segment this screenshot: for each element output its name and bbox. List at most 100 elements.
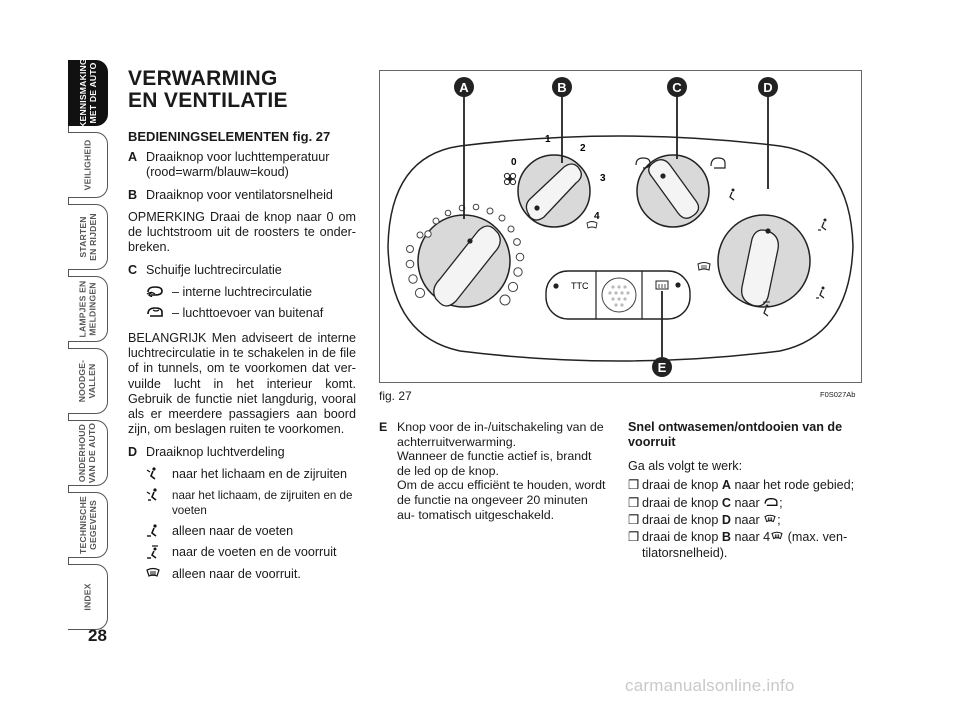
option-text: alleen naar de voeten [172, 524, 294, 539]
callout-e-label: E [658, 360, 667, 375]
d-option-windscreen: alleen naar de voorruit. [146, 567, 356, 582]
tab-label: STARTEN EN RIJDEN [77, 213, 98, 261]
fan-scale-0: 0 [511, 157, 517, 168]
feet-windscreen-vent-icon [763, 301, 770, 317]
page-number: 28 [88, 626, 107, 645]
recirc-icon [635, 157, 651, 169]
temperature-knob-a [417, 214, 511, 308]
body-feet-vent-icon [818, 218, 827, 231]
defrost-intro: Ga als volgt te werk: [628, 458, 743, 473]
figure-27: 0 1 2 3 4 [379, 70, 862, 383]
callout-e: E [652, 357, 672, 377]
option-text: alleen naar de voorruit. [172, 566, 301, 581]
option-text: naar het lichaam, de zijruiten en de voe… [172, 488, 353, 518]
checkbox-icon: ❒ [628, 530, 640, 545]
item-e-text-2: Wanneer de functie actief is, brandt de … [397, 449, 592, 478]
step-text: naar [734, 513, 760, 528]
tab-label: ONDERHOUD VAN DE AUTO [77, 422, 98, 484]
checkbox-icon: ❒ [628, 478, 640, 493]
option-text: – luchttoevoer van buitenaf [172, 305, 324, 320]
outside-air-icon [764, 497, 778, 506]
item-letter: C [128, 263, 138, 278]
d-option-body: naar het lichaam en de zijruiten [146, 467, 356, 482]
defrost-step-4: ❒ draai de knop B naar 4 (max. ven- tila… [628, 530, 864, 561]
feet-vent-icon [146, 524, 172, 538]
step-text: draai de knop [642, 495, 719, 510]
section-tabs: KENNISMAKING MET DE AUTO VEILIGHEID STAR… [68, 58, 108, 630]
c-option-outside: – luchttoevoer van buitenaf [146, 306, 356, 321]
tab-onderhoud[interactable]: ONDERHOUD VAN DE AUTO [68, 420, 108, 486]
outside-air-icon [146, 306, 172, 318]
step-text: draai de knop [642, 513, 719, 528]
fan-scale-3: 3 [600, 173, 606, 184]
fan-speed-knob-b: 0 1 2 3 4 [503, 134, 606, 229]
control-panel-diagram: 0 1 2 3 4 [387, 77, 854, 377]
tab-technische[interactable]: TECHNISCHE GEGEVENS [68, 492, 108, 558]
fan-scale-4: 4 [594, 211, 600, 222]
opmerking-note: OPMERKING Draai de knop naar 0 om de luc… [128, 209, 356, 255]
feet-windscreen-vent-icon [146, 545, 172, 560]
belangrijk-note: BELANGRIJK Men adviseert de interne luch… [128, 331, 356, 437]
item-c: C Schuifje luchtrecirculatie [128, 263, 356, 278]
callout-c: C [667, 77, 687, 97]
tab-label: NOODGE- VALLEN [77, 359, 98, 403]
windscreen-defrost-icon [697, 262, 711, 271]
rear-defrost-icon [655, 280, 669, 290]
d-option-body-feet: naar het lichaam, de zijruiten en de voe… [146, 488, 356, 518]
defrost-step-3: ❒ draai de knop D naar ; [628, 513, 781, 528]
body-vent-icon [729, 188, 735, 201]
outside-air-icon [710, 157, 726, 169]
checkbox-icon: ❒ [628, 513, 640, 528]
callout-d-label: D [763, 80, 772, 95]
tab-label: KENNISMAKING MET DE AUTO [77, 58, 98, 128]
item-letter: D [128, 445, 138, 460]
d-option-feet: alleen naar de voeten [146, 524, 356, 539]
tab-kennismaking[interactable]: KENNISMAKING MET DE AUTO [68, 58, 108, 128]
callout-b: B [552, 77, 572, 97]
tab-starten[interactable]: STARTEN EN RIJDEN [68, 204, 108, 270]
c-option-internal: – interne luchtrecirculatie [146, 285, 356, 300]
tab-label: VEILIGHEID [82, 139, 93, 191]
body-feet-vent-icon [146, 488, 172, 502]
tab-noodgevallen[interactable]: NOODGE- VALLEN [68, 348, 108, 414]
section-title: VERWARMING EN VENTILATIE [128, 68, 356, 112]
fan-icon [503, 172, 517, 186]
watermark: carmanualsonline.info [625, 676, 795, 695]
tab-label: INDEX [82, 583, 93, 611]
option-text: naar de voeten en de voorruit [172, 545, 337, 560]
button-bar: TTC [545, 270, 691, 320]
left-column: VERWARMING EN VENTILATIE BEDIENINGSELEME… [128, 68, 356, 588]
item-e: E Knop voor de in-/uitschakeling van de … [379, 420, 607, 522]
body-vent-icon [146, 467, 172, 481]
tab-index[interactable]: INDEX [68, 564, 108, 630]
item-b: B Draaiknop voor ventilatorsnelheid [128, 188, 356, 203]
defrost-section: Snel ontwasemen/ontdooien van de voorrui… [628, 420, 864, 563]
d-option-feet-windscreen: naar de voeten en de voorruit [146, 545, 356, 560]
callout-a-label: A [459, 80, 469, 95]
small-defrost-icon [586, 221, 598, 229]
figure-caption: fig. 27 [379, 389, 412, 403]
step-text: naar [734, 495, 760, 510]
title-line-2: EN VENTILATIE [128, 89, 288, 112]
controls-subtitle: BEDIENINGSELEMENTEN fig. 27 [128, 129, 331, 144]
checkbox-icon: ❒ [628, 495, 640, 510]
tab-veiligheid[interactable]: VEILIGHEID [68, 132, 108, 198]
item-e-text-1: Knop voor de in-/uitschakeling van de ac… [397, 420, 604, 449]
feet-vent-icon [816, 286, 825, 299]
fan-scale-2: 2 [580, 143, 586, 154]
item-text: Draaiknop voor ventilatorsnelheid [146, 187, 333, 202]
fan-scale-1: 1 [545, 134, 551, 145]
windscreen-defrost-icon [146, 567, 172, 579]
step-key: D [721, 513, 731, 528]
tab-lampjes[interactable]: LAMPJES EN MELDINGEN [68, 276, 108, 342]
step-key: A [721, 478, 731, 493]
distribution-knob-d [697, 188, 827, 317]
item-text: Draaiknop voor luchttemperatuur (rood=wa… [146, 150, 330, 180]
item-text: Draaiknop luchtverdeling [146, 445, 285, 460]
step-text: (max. ven- tilatorsnelheid). [642, 530, 848, 560]
step-text: naar 4 [734, 530, 771, 545]
step-key: B [721, 530, 731, 545]
item-d: D Draaiknop luchtverdeling [128, 445, 356, 460]
step-text: draai de knop [642, 530, 719, 545]
option-text: naar het lichaam en de zijruiten [172, 466, 348, 481]
